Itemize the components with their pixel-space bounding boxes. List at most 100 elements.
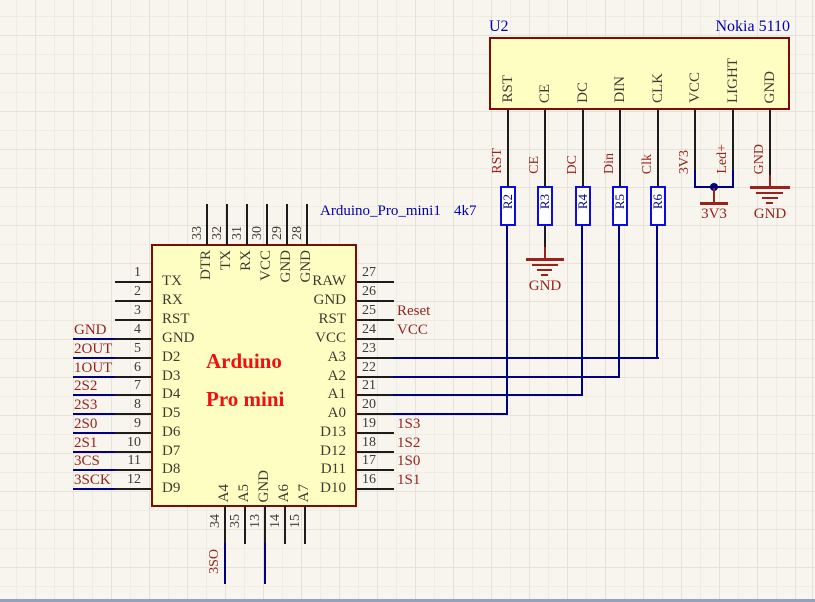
- pin-number: 9: [134, 416, 141, 431]
- wire: [393, 394, 583, 396]
- pin-number: 3: [134, 303, 141, 318]
- pin-stub: [115, 300, 151, 302]
- pin-stub: [357, 319, 394, 321]
- net-label-gnd[interactable]: GND: [752, 143, 767, 174]
- pin-stub: [769, 110, 771, 175]
- pin-stub: [115, 469, 151, 471]
- pin-name: RST: [162, 311, 190, 327]
- pin-number: 14: [268, 514, 283, 528]
- pin-number: 13: [248, 514, 263, 528]
- net-label[interactable]: 3CS: [74, 453, 100, 469]
- pin-stub: [357, 432, 394, 434]
- pin-stub: [582, 110, 584, 186]
- pin-name: VCC: [258, 250, 274, 281]
- net-label[interactable]: 2S0: [74, 416, 98, 432]
- pin-name: A4: [216, 483, 232, 502]
- arduino-body-title-2: Pro mini: [206, 387, 285, 411]
- wire: [73, 469, 115, 471]
- wire: [393, 357, 659, 359]
- net-label[interactable]: 2S3: [74, 397, 98, 413]
- wire: [73, 488, 115, 490]
- pin-name: GND: [162, 330, 195, 346]
- wire: [73, 357, 115, 359]
- window-bottom-edge: [0, 599, 815, 602]
- pin-number: 5: [134, 341, 141, 356]
- resistor-r6[interactable]: [650, 186, 666, 226]
- nokia-pin-name: CE: [537, 83, 553, 103]
- arduino-comment[interactable]: Arduino_Pro_mini1: [320, 203, 441, 219]
- net-label-din[interactable]: Din: [602, 153, 617, 174]
- pin-stub: [266, 204, 268, 245]
- net-label-reset[interactable]: Reset: [397, 303, 431, 319]
- nokia-designator[interactable]: U2: [489, 18, 509, 35]
- net-label[interactable]: 2S2: [74, 378, 98, 394]
- net-label-clk[interactable]: Clk: [640, 153, 655, 174]
- nokia-pin-name: RST: [500, 75, 516, 103]
- net-label-1s3[interactable]: 1S3: [397, 416, 421, 432]
- pin-number: 26: [362, 284, 376, 299]
- wire: [393, 413, 508, 415]
- pin-number: 22: [362, 360, 376, 375]
- pin-number: 24: [362, 322, 376, 337]
- pin-stub: [732, 110, 734, 170]
- net-label[interactable]: 2S1: [74, 435, 98, 451]
- nokia-5110-body[interactable]: [489, 37, 790, 110]
- pin-stub: [206, 204, 208, 245]
- gnd-label[interactable]: GND: [753, 206, 787, 222]
- resistor-r3[interactable]: [537, 186, 553, 226]
- pin-name: D9: [162, 480, 181, 496]
- wire: [581, 226, 583, 396]
- pin-number: 15: [288, 514, 303, 528]
- nokia-comment[interactable]: Nokia 5110: [715, 18, 790, 35]
- pin-name: D5: [162, 405, 181, 421]
- pin-stub: [507, 110, 509, 186]
- arduino-pro-mini-body[interactable]: [151, 244, 357, 507]
- net-label-ce[interactable]: CE: [527, 156, 542, 174]
- resistor-r4[interactable]: [575, 186, 591, 226]
- pin-number: 21: [362, 378, 376, 393]
- pin-name: DTR: [198, 250, 214, 280]
- wire: [264, 543, 266, 584]
- pin-stub: [246, 204, 248, 245]
- pin-number: 23: [362, 341, 376, 356]
- pin-number: 7: [134, 378, 141, 393]
- resistor-r5[interactable]: [612, 186, 628, 226]
- pin-name: VCC: [315, 330, 346, 346]
- gnd-label[interactable]: GND: [528, 278, 562, 294]
- wire: [506, 226, 508, 415]
- net-label[interactable]: GND: [74, 322, 107, 338]
- wire: [694, 170, 696, 188]
- pin-number: 34: [208, 514, 223, 528]
- pin-number: 35: [228, 514, 243, 528]
- pin-name: RST: [318, 311, 346, 327]
- pin-number: 25: [362, 303, 376, 318]
- net-label[interactable]: 3SCK: [74, 472, 111, 488]
- resistor-value-label[interactable]: 4k7: [454, 203, 477, 219]
- resistor-ref: R4: [575, 194, 590, 210]
- net-label[interactable]: 1OUT: [74, 360, 113, 376]
- net-label-3v3[interactable]: 3V3: [677, 149, 692, 174]
- net-label-vcc[interactable]: VCC: [397, 322, 428, 338]
- pin-name: A2: [327, 368, 346, 384]
- net-label-1s0[interactable]: 1S0: [397, 453, 421, 469]
- pin-stub: [357, 376, 394, 378]
- resistor-ref: R2: [500, 194, 515, 210]
- net-label-led[interactable]: Led+: [715, 144, 730, 174]
- nokia-pin-name: DIN: [612, 76, 628, 103]
- power-3v3-label[interactable]: 3V3: [701, 206, 727, 222]
- pin-stub: [264, 506, 266, 544]
- wire: [73, 432, 115, 434]
- net-label-1s2[interactable]: 1S2: [397, 435, 421, 451]
- nokia-pin-name: DC: [575, 82, 591, 103]
- net-label[interactable]: 2OUT: [74, 341, 113, 357]
- resistor-r2[interactable]: [500, 186, 516, 226]
- pin-number: 10: [127, 435, 141, 450]
- pin-name: D4: [162, 386, 181, 402]
- pin-stub: [357, 338, 394, 340]
- pin-name: D7: [162, 443, 181, 459]
- net-label-1s1[interactable]: 1S1: [397, 472, 421, 488]
- net-label-rst[interactable]: RST: [490, 148, 505, 174]
- pin-stub: [115, 413, 151, 415]
- net-label-dc[interactable]: DC: [565, 154, 580, 174]
- net-label-3so[interactable]: 3SO: [207, 549, 222, 574]
